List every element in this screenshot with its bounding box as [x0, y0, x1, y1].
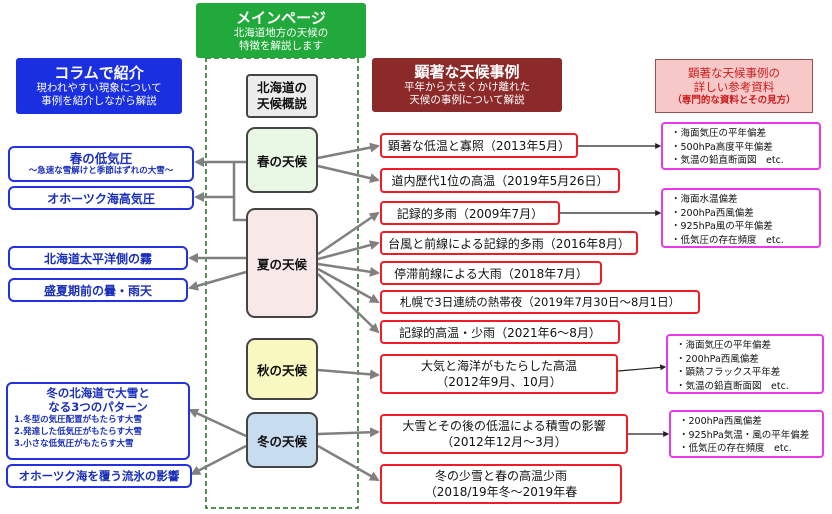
reference-3-item-4: ・気温の鉛直断面図 etc. — [676, 380, 789, 392]
main-page-title: メインページ — [236, 8, 326, 27]
event-10[interactable]: 冬の少雪と春の高温少雨 （2018/19年冬～2019年春 — [380, 464, 622, 504]
season-autumn[interactable]: 秋の天候 — [246, 338, 318, 400]
column-header: コラムで紹介 現われやすい現象について 事例を紹介しながら解説 — [16, 58, 182, 114]
reference-title-2: 詳しい参考資料 — [693, 79, 775, 94]
column-drift-ice-label: オホーツク海を覆う流氷の影響 — [18, 469, 180, 483]
reference-4-item-2: ・925hPa気温・風の平年偏差 — [679, 429, 810, 441]
event-3-label: 記録的多雨（2009年7月） — [396, 206, 544, 221]
reference-title-1: 顕著な天候事例の — [688, 65, 780, 80]
reference-note: （専門的な資料とその見方） — [672, 94, 796, 106]
event-4-label: 台風と前線による記録的多雨（2016年8月） — [388, 236, 630, 251]
event-7[interactable]: 記録的高温・少雨（2021年6～8月） — [380, 320, 620, 344]
event-5-label: 停滞前線による大雨（2018年7月） — [394, 266, 588, 281]
column-title: コラムで紹介 — [54, 64, 144, 82]
event-4[interactable]: 台風と前線による記録的多雨（2016年8月） — [380, 231, 638, 255]
reference-3-item-2: ・200hPa西風偏差 — [676, 353, 759, 365]
event-7-label: 記録的高温・少雨（2021年6～8月） — [399, 325, 601, 340]
notable-title: 顕著な天候事例 — [414, 63, 520, 81]
reference-3-item-1: ・海面気圧の平年偏差 — [676, 340, 772, 351]
overview-box[interactable]: 北海道の 天候概説 — [246, 74, 318, 118]
event-8-line-2: （2012年9月、10月） — [436, 375, 562, 389]
column-winter-patterns[interactable]: 冬の北海道で大雪と なる3つのパターン 1.冬型の気圧配置がもたらす大雪 2.発… — [6, 382, 190, 460]
event-9-line-2: （2012年12月～3月） — [441, 435, 567, 449]
column-midsummer-label: 盛夏期前の曇・雨天 — [43, 283, 152, 298]
reference-box-1[interactable]: ・海面気圧の平年偏差 ・500hPa高度平年偏差 ・気温の鉛直断面図 etc. — [661, 122, 821, 170]
event-8-line-1: 大気と海洋がもたらした高温 — [420, 359, 577, 373]
event-10-line-1: 冬の少雪と春の高温少雨 — [434, 469, 567, 483]
event-1-label: 顕著な低温と寡照（2013年5月） — [387, 139, 571, 153]
reference-box-2[interactable]: ・海面水温偏差 ・200hPa西風偏差 ・925hPa風の平年偏差 ・低気圧の存… — [661, 188, 821, 248]
overview-line-2: 天候概説 — [256, 96, 307, 111]
column-pacific-fog[interactable]: 北海道太平洋側の霧 — [8, 246, 188, 270]
event-8[interactable]: 大気と海洋がもたらした高温 （2012年9月、10月） — [380, 354, 618, 394]
overview-line-1: 北海道の — [256, 80, 307, 95]
reference-2-item-2: ・200hPa西風偏差 — [671, 207, 754, 219]
season-winter-label: 冬の天候 — [256, 433, 307, 449]
reference-3-item-3: ・顕熱フラックス平年差 — [676, 367, 781, 378]
event-6-label: 札幌で3日連続の熱帯夜（2019年7月30日～8月1日） — [399, 295, 681, 309]
reference-1-item-3: ・気温の鉛直断面図 etc. — [671, 155, 784, 166]
event-2[interactable]: 道内歴代1位の高温（2019年5月26日） — [380, 168, 620, 193]
column-midsummer[interactable]: 盛夏期前の曇・雨天 — [8, 278, 188, 302]
column-winter-pattern-2: 2.発達した低気圧がもたらす大雪 — [14, 427, 142, 437]
event-9[interactable]: 大雪とその後の低温による積雪の影響 （2012年12月～3月） — [380, 414, 628, 454]
event-9-line-1: 大雪とその後の低温による積雪の影響 — [402, 419, 606, 433]
event-5[interactable]: 停滞前線による大雨（2018年7月） — [380, 261, 602, 285]
season-spring-label: 春の天候 — [256, 153, 307, 169]
column-pacific-fog-label: 北海道太平洋側の霧 — [43, 251, 152, 266]
column-subtitle-1: 現われやすい現象について — [36, 82, 162, 94]
event-3[interactable]: 記録的多雨（2009年7月） — [380, 201, 560, 225]
reference-2-item-3: ・925hPa風の平年偏差 — [671, 221, 773, 232]
reference-2-item-4: ・低気圧の存在頻度 etc. — [671, 234, 784, 246]
notable-subtitle-1: 平年から大きくかけ離れた — [404, 81, 530, 93]
notable-subtitle-2: 天候の事例について解説 — [409, 94, 525, 106]
event-1[interactable]: 顕著な低温と寡照（2013年5月） — [380, 133, 578, 158]
main-page-subtitle-1: 北海道地方の天候の — [233, 26, 329, 39]
season-autumn-label: 秋の天候 — [256, 362, 307, 378]
notable-header: 顕著な天候事例 平年から大きくかけ離れた 天候の事例について解説 — [372, 58, 562, 112]
season-spring[interactable]: 春の天候 — [246, 127, 318, 193]
column-okhotsk-high[interactable]: オホーツク海高気圧 — [8, 186, 194, 210]
reference-header: 顕著な天候事例の 詳しい参考資料 （専門的な資料とその見方） — [655, 59, 813, 113]
column-winter-patterns-line-1: 冬の北海道で大雪と — [46, 386, 150, 400]
reference-box-4[interactable]: ・200hPa西風偏差 ・925hPa気温・風の平年偏差 ・低気圧の存在頻度 e… — [669, 410, 824, 458]
column-okhotsk-high-label: オホーツク海高気圧 — [47, 191, 155, 206]
reference-box-3[interactable]: ・海面気圧の平年偏差 ・200hPa西風偏差 ・顕熱フラックス平年差 ・気温の鉛… — [666, 334, 824, 394]
column-winter-patterns-line-2: なる3つのパターン — [48, 400, 148, 414]
season-winter[interactable]: 冬の天候 — [246, 412, 318, 468]
column-winter-pattern-3: 3.小さな低気圧がもたらす大雪 — [14, 439, 134, 449]
column-winter-pattern-1: 1.冬型の気圧配置がもたらす大雪 — [14, 415, 142, 425]
column-spring-low-title: 春の低気圧 — [69, 151, 133, 166]
season-summer-label: 夏の天候 — [256, 256, 307, 272]
column-spring-low[interactable]: 春の低気圧 ～急速な雪解けと季節はずれの大雪～ — [8, 146, 194, 182]
reference-1-item-2: ・500hPa高度平年偏差 — [671, 141, 773, 153]
reference-2-item-1: ・海面水温偏差 — [671, 194, 738, 205]
main-page-subtitle-2: 特徴を解説します — [239, 39, 323, 52]
event-6[interactable]: 札幌で3日連続の熱帯夜（2019年7月30日～8月1日） — [380, 290, 700, 314]
event-2-label: 道内歴代1位の高温（2019年5月26日） — [391, 174, 609, 188]
event-10-line-2: （2018/19年冬～2019年春 — [424, 485, 578, 499]
main-page-header: メインページ 北海道地方の天候の 特徴を解説します — [196, 3, 366, 58]
column-drift-ice[interactable]: オホーツク海を覆う流氷の影響 — [6, 464, 192, 488]
column-subtitle-2: 事例を紹介しながら解説 — [41, 95, 157, 107]
reference-1-item-1: ・海面気圧の平年偏差 — [671, 128, 767, 139]
column-spring-low-sub: ～急速な雪解けと季節はずれの大雪～ — [28, 166, 174, 176]
season-summer[interactable]: 夏の天候 — [246, 208, 318, 318]
reference-4-item-3: ・低気圧の存在頻度 etc. — [679, 443, 792, 454]
reference-4-item-1: ・200hPa西風偏差 — [679, 416, 762, 427]
